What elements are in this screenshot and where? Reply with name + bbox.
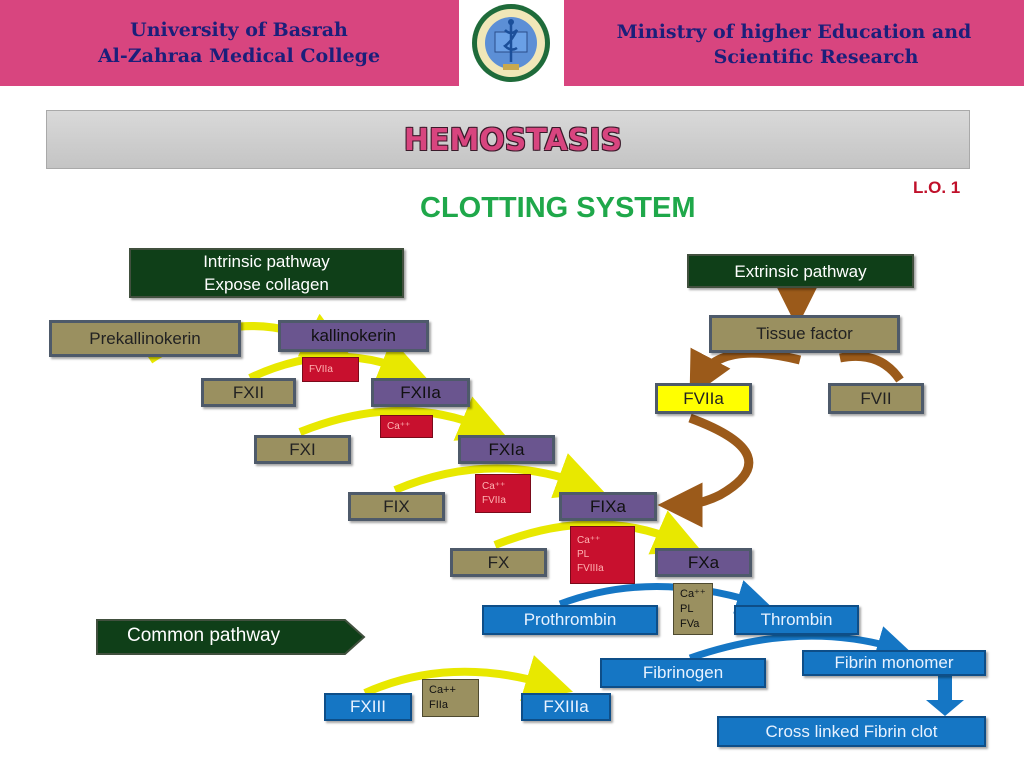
page-title: HEMOSTASIS bbox=[403, 123, 623, 158]
university-seal-icon bbox=[472, 4, 550, 82]
ministry-name: Ministry of higher Education and bbox=[616, 21, 972, 43]
fixa-box: FIXa bbox=[559, 492, 657, 521]
arrow-fxi-fxia bbox=[298, 396, 508, 441]
intrinsic-label: Intrinsic pathway bbox=[203, 252, 330, 271]
fix-box: FIX bbox=[348, 492, 445, 521]
arrow-fvii-tissue bbox=[839, 351, 904, 383]
cofactor-fxa-fva: FVa bbox=[680, 617, 700, 630]
fxiii-box: FXIII bbox=[324, 693, 412, 721]
cofactor-fixa-fviiia: FVIIIa bbox=[577, 563, 604, 574]
cofactor-fxa-box: Ca⁺⁺ PL FVa bbox=[673, 583, 713, 635]
common-pathway-arrow bbox=[96, 619, 366, 655]
fxi-box: FXI bbox=[254, 435, 351, 464]
ministry-name-2: Scientific Research bbox=[713, 46, 919, 68]
fibrinogen-box: Fibrinogen bbox=[600, 658, 766, 688]
fxiia-box: FXIIa bbox=[371, 378, 470, 407]
fibrin-monomer-box: Fibrin monomer bbox=[802, 650, 986, 676]
fxiiia-box: FXIIIa bbox=[521, 693, 611, 721]
cofactor-fxia-ca: Ca⁺⁺ bbox=[482, 480, 506, 492]
thrombin-box: Thrombin bbox=[734, 605, 859, 635]
cofactor-fxia-fviia: FVIIa bbox=[482, 494, 506, 506]
prothrombin-box: Prothrombin bbox=[482, 605, 658, 635]
cofactor-fxiii-ca: Ca++ bbox=[429, 684, 456, 696]
cofactor-fixa-pl: PL bbox=[577, 549, 590, 560]
fxii-box: FXII bbox=[201, 378, 296, 407]
header-left-panel: University of Basrah Al-Zahraa Medical C… bbox=[0, 0, 459, 86]
cofactor-fixa-box: Ca⁺⁺ PL FVIIIa bbox=[570, 526, 635, 584]
kallikrein-box: kallinokerin bbox=[278, 320, 429, 352]
fxa-box: FXa bbox=[655, 548, 752, 577]
arrow-monomer-clot bbox=[926, 676, 964, 716]
college-name: Al-Zahraa Medical College bbox=[97, 45, 381, 67]
cofactor-fixa-ca: Ca⁺⁺ bbox=[577, 535, 601, 546]
fxia-box: FXIa bbox=[458, 435, 555, 464]
arrow-fibrinogen-monomer bbox=[688, 626, 912, 662]
extrinsic-pathway-box: Extrinsic pathway bbox=[687, 254, 914, 288]
arrow-fx-fxa bbox=[493, 510, 703, 555]
fibrin-clot-box: Cross linked Fibrin clot bbox=[717, 716, 986, 747]
arrow-tissue-fviia bbox=[689, 347, 802, 398]
learning-objective-label: L.O. 1 bbox=[913, 178, 961, 197]
cofactor-fviia-box: FVIIa bbox=[302, 357, 359, 382]
prekallikrein-box: Prekallinokerin bbox=[49, 320, 241, 357]
section-subtitle: CLOTTING SYSTEM bbox=[420, 192, 696, 224]
common-pathway-label: Common pathway bbox=[127, 625, 281, 646]
fviia-box: FVIIa bbox=[655, 383, 752, 414]
cofactor-fxiii-fiia: FIIa bbox=[429, 699, 448, 711]
arrow-fix-fixa bbox=[393, 453, 605, 499]
cofactor-fxiii-box: Ca++ FIIa bbox=[422, 679, 479, 717]
logo-area bbox=[459, 0, 564, 86]
intrinsic-sublabel: Expose collagen bbox=[204, 275, 329, 294]
cofactor-fxa-pl: PL bbox=[680, 602, 694, 615]
tissue-factor-box: Tissue factor bbox=[709, 315, 900, 353]
intrinsic-pathway-box: Intrinsic pathway Expose collagen bbox=[129, 248, 404, 298]
arrow-fxiii-fxiiia bbox=[363, 655, 573, 702]
title-banner: HEMOSTASIS bbox=[46, 110, 970, 169]
header-right-panel: Ministry of higher Education and Scienti… bbox=[564, 0, 1024, 86]
university-name: University of Basrah bbox=[130, 19, 348, 41]
arrow-prothrombin-thrombin bbox=[558, 580, 772, 614]
fvii-box: FVII bbox=[828, 383, 924, 414]
cofactor-ca-box: Ca⁺⁺ bbox=[380, 415, 433, 438]
extrinsic-label: Extrinsic pathway bbox=[734, 261, 867, 281]
cofactor-fxa-ca: Ca⁺⁺ bbox=[680, 587, 706, 600]
arrow-fviia-fixa bbox=[657, 413, 754, 528]
fx-box: FX bbox=[450, 548, 547, 577]
cofactor-fxia-box: Ca⁺⁺ FVIIa bbox=[475, 474, 531, 513]
